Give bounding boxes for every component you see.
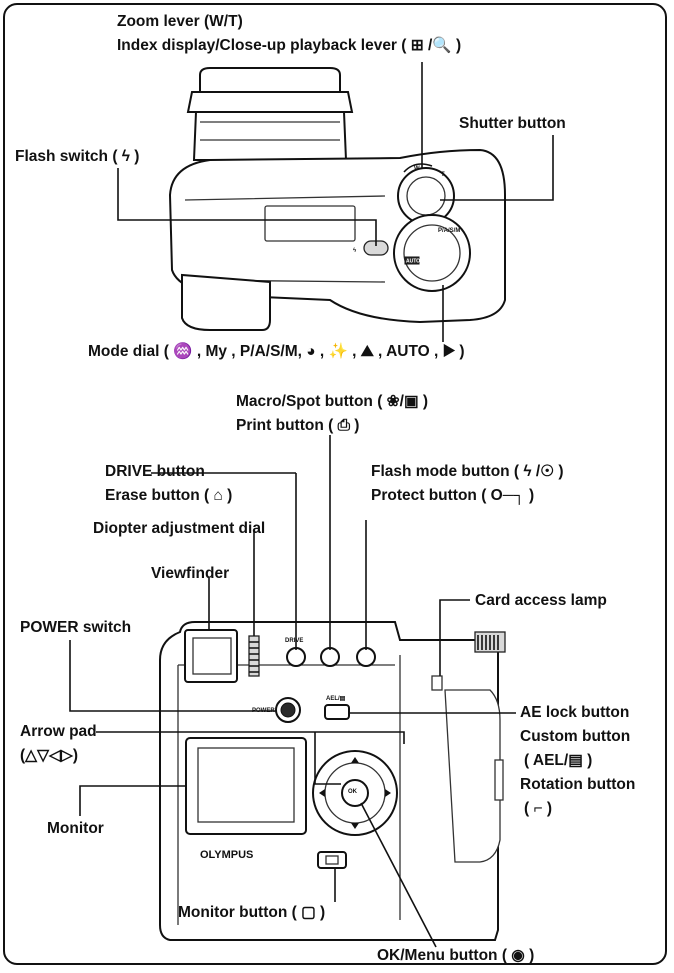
label-monitor: Monitor bbox=[47, 820, 104, 837]
svg-text:DRIVE: DRIVE bbox=[285, 638, 303, 644]
label-macro-spot: Macro/Spot button ( ❀/▣ ) bbox=[236, 393, 429, 410]
label-mode-dial: Mode dial ( ♒ , My , P/A/S/M, ◕ , ✨ , ⛰ … bbox=[88, 343, 465, 360]
label-arrow-pad: Arrow pad bbox=[20, 723, 97, 740]
label-ae-lock: AE lock button bbox=[520, 704, 630, 721]
label-flash-mode: Flash mode button ( ϟ /☉ ) bbox=[371, 463, 564, 480]
label-arrow-pad-paren: (△▽◁▷) bbox=[20, 747, 79, 764]
svg-text:OLYMPUS: OLYMPUS bbox=[200, 849, 253, 861]
label-power-switch: POWER switch bbox=[20, 619, 132, 636]
label-card-lamp: Card access lamp bbox=[475, 592, 607, 609]
label-zoom-lever: Zoom lever (W/T) bbox=[117, 13, 243, 30]
svg-text:OK: OK bbox=[348, 789, 358, 795]
label-ok-menu: OK/Menu button ( ◉ ) bbox=[377, 947, 535, 964]
label-index-lever: Index display/Close-up playback lever ( … bbox=[117, 37, 462, 54]
svg-text:W: W bbox=[414, 166, 420, 172]
svg-text:P/A/S/M: P/A/S/M bbox=[438, 228, 460, 234]
label-diopter-dial: Diopter adjustment dial bbox=[93, 520, 266, 537]
label-custom-button: Custom button bbox=[520, 728, 631, 745]
label-viewfinder: Viewfinder bbox=[151, 565, 230, 582]
camera-top-view: ϟ W T AUTO P/A/S/M bbox=[168, 67, 506, 331]
label-rotation-button: Rotation button bbox=[520, 776, 636, 793]
label-protect-button: Protect button ( O─┐ ) bbox=[371, 487, 535, 504]
svg-text:ϟ: ϟ bbox=[353, 248, 357, 254]
label-custom-paren: ( AEL/▤ ) bbox=[524, 752, 593, 769]
svg-text:T: T bbox=[441, 172, 445, 178]
label-print-button: Print button ( ⎙ ) bbox=[236, 417, 360, 434]
svg-text:AEL/▤: AEL/▤ bbox=[326, 696, 346, 702]
label-shutter-button: Shutter button bbox=[459, 115, 566, 132]
diagram-frame bbox=[3, 3, 667, 965]
label-flash-switch: Flash switch ( ϟ ) bbox=[15, 148, 140, 165]
svg-text:AUTO: AUTO bbox=[406, 259, 420, 265]
camera-back-view: DRIVE POWER AEL/▤ OLYMPUS OK bbox=[159, 621, 506, 941]
label-rotation-paren: ( ⌐ ) bbox=[524, 800, 552, 817]
label-drive-button: DRIVE button bbox=[105, 463, 205, 480]
label-monitor-button: Monitor button ( ▢ ) bbox=[178, 904, 326, 921]
label-erase-button: Erase button ( ⌂ ) bbox=[105, 487, 233, 504]
